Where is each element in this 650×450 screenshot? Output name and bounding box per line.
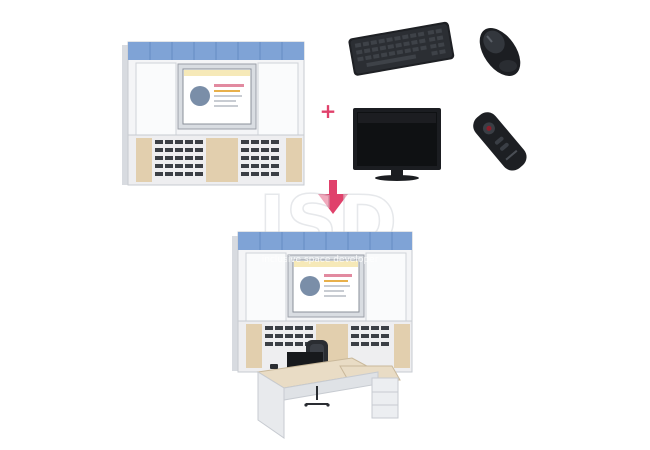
desk-phone [270,364,278,369]
cabinet-wall-top [122,41,305,186]
teacher-desk [256,340,401,439]
presenter-remote-icon [473,112,527,171]
arrow-down-icon [318,180,348,214]
keyboard-icon [348,21,455,76]
mouse-icon [479,28,521,76]
cabinet-wall-bottom [232,231,413,373]
monitor-icon [353,108,441,181]
watermark-tagline: inclusive space developer [262,255,379,265]
plus-sign: + [320,99,337,123]
blue-top-panels-bottom [238,232,412,250]
desk-drawer-unit [371,377,399,419]
